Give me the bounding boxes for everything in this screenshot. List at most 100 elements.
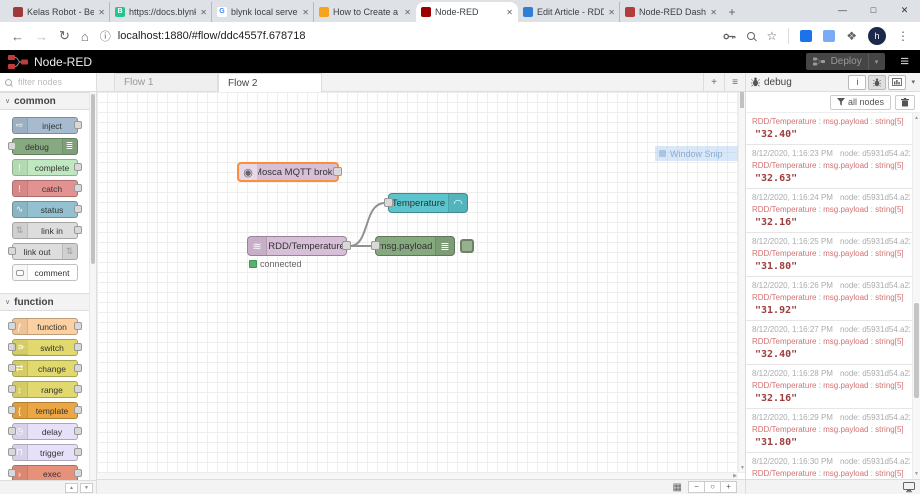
tab-close-icon[interactable]: ✕ [608, 7, 615, 17]
palette-node-trigger[interactable]: ⊓trigger [7, 444, 82, 461]
key-icon[interactable] [723, 33, 737, 40]
palette-search[interactable] [0, 73, 96, 92]
node-input-port[interactable] [384, 198, 393, 207]
canvas-vertical-scrollbar[interactable]: ▼ [738, 92, 745, 472]
filter-nodes-input[interactable] [16, 76, 84, 88]
browser-tab-node-red-dashboard[interactable]: Node-RED Dashboard✕ [620, 2, 722, 22]
deploy-button[interactable]: Deploy ▾ [805, 53, 886, 70]
palette-scrollbar[interactable] [89, 92, 96, 480]
node-port[interactable] [73, 163, 82, 171]
node-output-port[interactable] [342, 241, 351, 250]
node-input-port[interactable] [371, 241, 380, 250]
tab-close-icon[interactable]: ✕ [404, 7, 411, 17]
palette-node-link-out[interactable]: link out⇅ [7, 243, 78, 260]
navigator-button[interactable]: ▦ [672, 481, 682, 493]
tab-dashboard[interactable] [888, 74, 907, 90]
clear-messages-button[interactable] [895, 94, 915, 110]
flow-node-temperature[interactable]: Temperature◠ [384, 193, 468, 213]
node-port[interactable] [73, 427, 82, 435]
palette-node-delay[interactable]: ◷delay [7, 423, 82, 440]
maximize-button[interactable]: □ [870, 5, 877, 15]
forward-icon[interactable]: → [35, 28, 48, 44]
site-info-icon[interactable]: ⓘ [99, 31, 111, 43]
node-port[interactable] [73, 385, 82, 393]
node-port[interactable] [73, 205, 82, 213]
palette-node-change[interactable]: ⇄change [7, 360, 82, 377]
tab-close-icon[interactable]: ✕ [200, 7, 207, 17]
refresh-icon[interactable]: ↻ [59, 28, 70, 43]
debug-scrollbar[interactable]: ▲ ▼ [912, 113, 920, 479]
add-flow-button[interactable]: + [703, 73, 724, 91]
browser-tab-how-to-create-a-blynk[interactable]: How to Create a Blynk✕ [314, 2, 416, 22]
extension-icon-2[interactable] [823, 30, 836, 42]
node-port[interactable] [73, 364, 82, 372]
debug-enable-toggle[interactable] [460, 239, 474, 253]
tab-debug[interactable] [868, 74, 887, 90]
palette-node-link-in[interactable]: ⇅link in [11, 222, 82, 239]
bookmark-star-icon[interactable]: ☆ [766, 29, 778, 43]
palette-node-status[interactable]: ∿status [11, 201, 82, 218]
palette-node-exec[interactable]: ›exec [7, 465, 82, 480]
new-tab-button[interactable]: + [728, 5, 736, 19]
deploy-caret-icon[interactable]: ▾ [874, 58, 879, 66]
browser-tab-kelas-robot-belajar-r[interactable]: Kelas Robot - Belajar R✕ [8, 2, 110, 22]
flow-node-msg-payload[interactable]: msg.payload≣ [371, 236, 455, 256]
node-port[interactable] [73, 184, 82, 192]
tab-info[interactable]: i [848, 74, 867, 90]
node-port[interactable] [7, 343, 16, 351]
scroll-up-icon[interactable]: ▲ [914, 115, 919, 121]
back-icon[interactable]: ← [11, 28, 24, 44]
zoom-reset-button[interactable]: ○ [704, 481, 721, 493]
tab-flow-2[interactable]: Flow 2 [218, 73, 322, 92]
node-port[interactable] [73, 322, 82, 330]
scroll-down-icon[interactable]: ▼ [914, 471, 919, 477]
tab-close-icon[interactable]: ✕ [506, 7, 513, 17]
node-port[interactable] [73, 121, 82, 129]
wire[interactable] [349, 202, 386, 247]
palette-category-function[interactable]: ∨function [0, 293, 89, 311]
node-output-port[interactable] [333, 167, 342, 176]
main-menu-icon[interactable]: ≡ [900, 53, 909, 70]
tab-flow-1[interactable]: Flow 1 [114, 73, 218, 91]
address-bar[interactable]: ⓘ localhost:1880/#flow/ddc4557f.678718 [100, 28, 713, 44]
flow-list-button[interactable]: ≡ [724, 73, 745, 91]
node-port[interactable] [73, 226, 82, 234]
palette-node-catch[interactable]: !catch [11, 180, 82, 197]
node-port[interactable] [7, 469, 16, 477]
node-port[interactable] [7, 322, 16, 330]
palette-node-complete[interactable]: !complete [11, 159, 82, 176]
canvas-horizontal-scrollbar[interactable]: ▶ [97, 472, 738, 479]
palette-node-template[interactable]: {template [7, 402, 82, 419]
scroll-right-icon[interactable]: ▶ [733, 473, 737, 479]
node-port[interactable] [7, 364, 16, 372]
browser-tab-edit-article-rdd-prod[interactable]: Edit Article - RDD Prod✕ [518, 2, 620, 22]
palette-category-common[interactable]: ∨common [0, 92, 89, 110]
scrollbar-thumb[interactable] [914, 303, 919, 399]
palette-node-comment[interactable]: comment [11, 264, 78, 281]
node-port[interactable] [7, 385, 16, 393]
flow-node-mosca-mqtt-broker[interactable]: ◉Mosca MQTT broker [237, 162, 342, 182]
node-port[interactable] [7, 448, 16, 456]
palette-node-inject[interactable]: ⇨inject [11, 117, 82, 134]
scrollbar-thumb[interactable] [740, 92, 744, 108]
node-port[interactable] [7, 142, 16, 150]
home-icon[interactable]: ⌂ [80, 28, 89, 44]
tab-close-icon[interactable]: ✕ [98, 7, 105, 17]
profile-avatar[interactable]: h [868, 27, 886, 45]
node-port[interactable] [73, 343, 82, 351]
tab-close-icon[interactable]: ✕ [710, 7, 717, 17]
extensions-puzzle-icon[interactable]: ❖ [846, 29, 857, 43]
node-port[interactable] [73, 469, 82, 477]
open-window-monitor-icon[interactable] [903, 481, 915, 493]
palette-node-debug[interactable]: debug≣ [7, 138, 78, 155]
flow-node-rdd-temperature[interactable]: ≋RDD/Temperature [247, 236, 351, 256]
zoom-icon[interactable] [747, 32, 756, 40]
node-port[interactable] [7, 247, 16, 255]
node-port[interactable] [7, 406, 16, 414]
browser-tab-node-red[interactable]: Node-RED✕ [416, 2, 518, 22]
tab-close-icon[interactable]: ✕ [302, 7, 309, 17]
